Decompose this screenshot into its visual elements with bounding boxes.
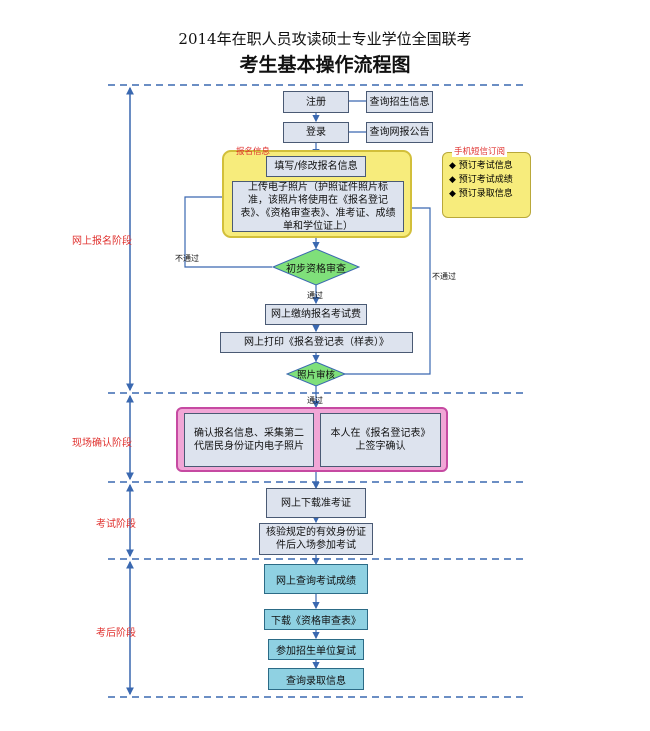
diagram-title: 考生基本操作流程图 bbox=[239, 54, 411, 76]
not-pass-right-label: 不通过 bbox=[432, 272, 456, 281]
pay-fee-button[interactable]: 网上缴纳报名考试费 bbox=[265, 304, 367, 325]
query-notice-button[interactable]: 查询网报公告 bbox=[366, 122, 433, 143]
pass-label-2: 通过 bbox=[307, 396, 323, 405]
photo-review-diamond bbox=[286, 361, 346, 387]
initial-review-label: 初步资格审查 bbox=[286, 263, 346, 275]
login-button[interactable]: 登录 bbox=[283, 122, 349, 143]
sms-subscription-title: 手机短信订阅 bbox=[452, 147, 508, 157]
stage-post-label: 考后阶段 bbox=[96, 628, 136, 639]
query-score-button[interactable]: 网上查询考试成绩 bbox=[264, 564, 368, 594]
stage-exam-label: 考试阶段 bbox=[96, 519, 136, 530]
sms-item-3[interactable]: ◆ 预订录取信息 bbox=[449, 189, 513, 199]
stage-onsite-label: 现场确认阶段 bbox=[72, 438, 132, 449]
print-form-button[interactable]: 网上打印《报名登记表（样表）》 bbox=[220, 332, 413, 353]
not-pass-left-label: 不通过 bbox=[175, 254, 199, 263]
main-flow bbox=[184, 100, 431, 670]
download-ticket-button[interactable]: 网上下载准考证 bbox=[266, 488, 366, 518]
query-admission-info-button[interactable]: 查询招生信息 bbox=[366, 91, 433, 113]
sign-confirm-button[interactable]: 本人在《报名登记表》上签字确认 bbox=[320, 413, 441, 467]
pass-label-1: 通过 bbox=[307, 291, 323, 300]
download-review-form-button[interactable]: 下载《资格审查表》 bbox=[264, 609, 368, 630]
fill-info-button[interactable]: 填写/修改报名信息 bbox=[266, 156, 366, 177]
stage-online-label: 网上报名阶段 bbox=[72, 236, 132, 247]
confirm-info-button[interactable]: 确认报名信息、采集第二代居民身份证内电子照片 bbox=[184, 413, 314, 467]
verify-id-button[interactable]: 核验规定的有效身份证件后入场参加考试 bbox=[259, 523, 373, 555]
sms-item-1[interactable]: ◆ 预订考试信息 bbox=[449, 161, 513, 171]
photo-review-label: 照片审核 bbox=[296, 370, 335, 381]
query-admission-result-button[interactable]: 查询录取信息 bbox=[268, 668, 364, 690]
register-button[interactable]: 注册 bbox=[283, 91, 349, 113]
diagram-subtitle: 2014年在职人员攻读硕士专业学位全国联考 bbox=[178, 30, 472, 48]
retest-button[interactable]: 参加招生单位复试 bbox=[268, 639, 364, 660]
initial-review-diamond bbox=[272, 248, 360, 286]
sms-subscription-panel: ◆ 预订考试信息 ◆ 预订考试成绩 ◆ 预订录取信息 bbox=[442, 152, 531, 218]
signup-info-label: 报名信息 bbox=[236, 147, 271, 157]
upload-photo-button[interactable]: 上传电子照片（护照证件照片标准，该照片将使用在《报名登记表》、《资格审查表》、准… bbox=[232, 181, 404, 232]
sms-item-2[interactable]: ◆ 预订考试成绩 bbox=[449, 175, 513, 185]
